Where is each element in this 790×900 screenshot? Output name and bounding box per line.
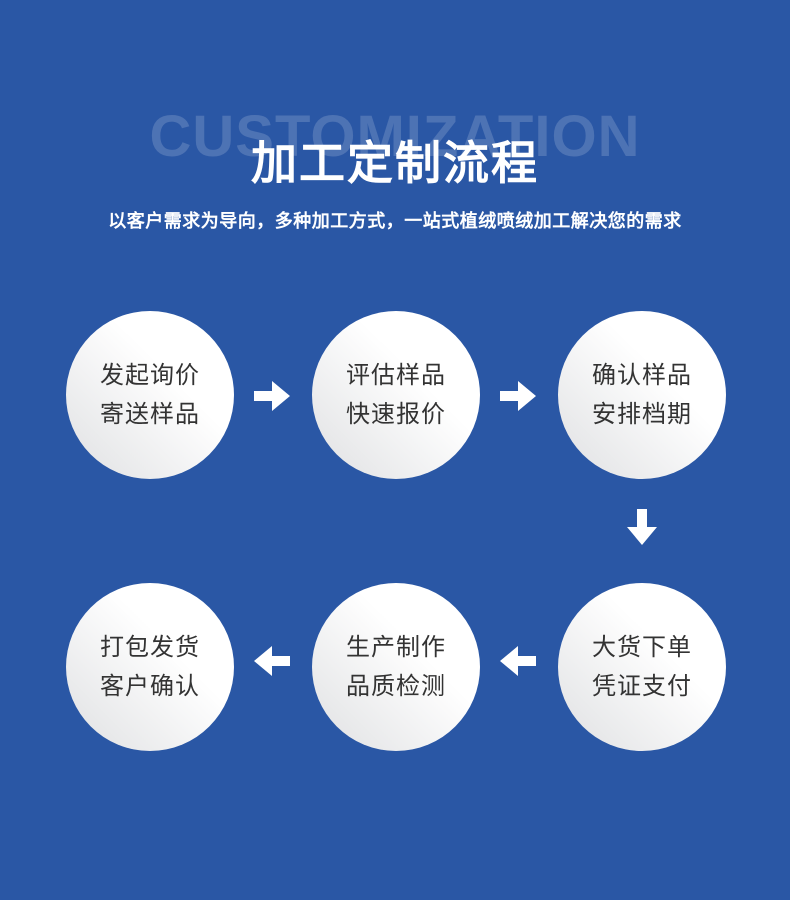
step-circle-inquiry: 发起询价 寄送样品: [66, 311, 234, 479]
step-line-1: 大货下单: [592, 634, 692, 661]
arrow-right-icon: [254, 381, 290, 411]
watermark-text: CUSTOMIZATION: [149, 104, 641, 169]
arrow-left-icon: [500, 646, 536, 676]
step-line-1: 生产制作: [346, 634, 446, 661]
step-line-1: 评估样品: [346, 362, 446, 389]
page-title: 加工定制流程: [251, 137, 539, 189]
arrow-right-icon: [500, 381, 536, 411]
step-line-2: 安排档期: [592, 401, 692, 428]
step-line-1: 确认样品: [592, 362, 692, 389]
arrow-down-icon: [627, 509, 657, 545]
step-circle-ship: 打包发货 客户确认: [66, 583, 234, 751]
step-line-2: 客户确认: [100, 673, 200, 700]
step-line-2: 凭证支付: [592, 673, 692, 700]
step-circle-order: 大货下单 凭证支付: [558, 583, 726, 751]
step-line-2: 快速报价: [346, 401, 446, 428]
step-circle-evaluate: 评估样品 快速报价: [312, 311, 480, 479]
step-line-1: 发起询价: [100, 362, 200, 389]
step-line-2: 寄送样品: [100, 401, 200, 428]
page-subtitle: 以客户需求为导向，多种加工方式，一站式植绒喷绒加工解决您的需求: [108, 211, 682, 231]
step-circle-confirm: 确认样品 安排档期: [558, 311, 726, 479]
step-line-2: 品质检测: [346, 673, 446, 700]
step-circle-produce: 生产制作 品质检测: [312, 583, 480, 751]
arrow-left-icon: [254, 646, 290, 676]
step-line-1: 打包发货: [100, 634, 200, 661]
